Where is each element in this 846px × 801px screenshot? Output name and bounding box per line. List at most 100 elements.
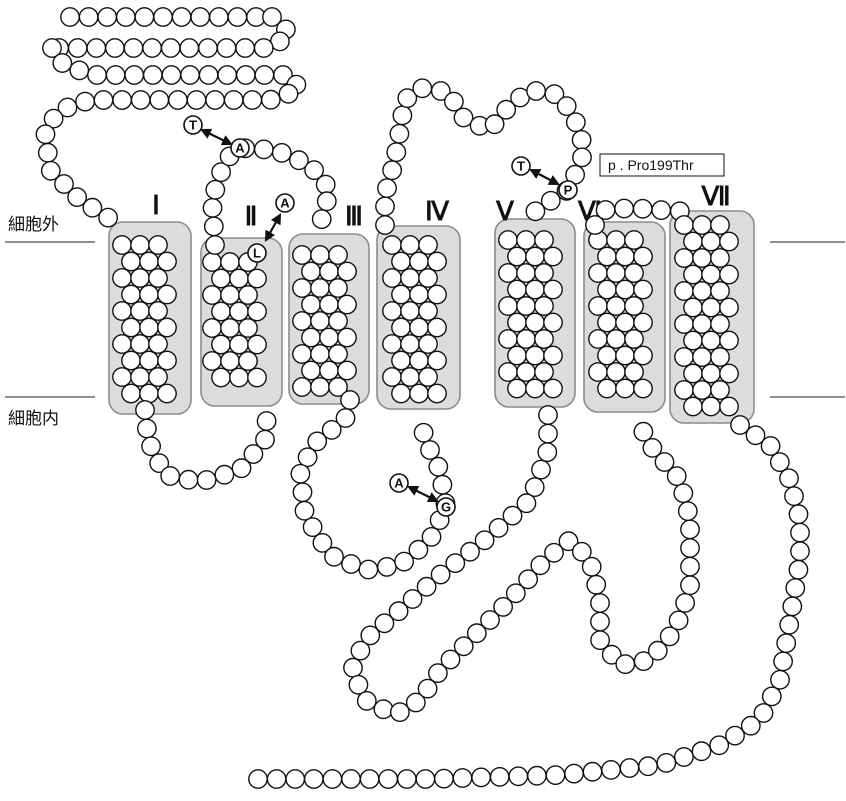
residue	[633, 246, 653, 267]
residue	[262, 7, 282, 27]
residue	[337, 294, 357, 315]
variant-4-substitute-residue	[511, 156, 531, 176]
helix-label-3: Ⅲ	[345, 202, 363, 231]
residue	[220, 285, 240, 305]
residue	[205, 179, 226, 200]
residue	[674, 248, 694, 268]
residue	[112, 301, 132, 321]
residue	[87, 65, 107, 85]
residue	[382, 160, 402, 181]
residue	[316, 191, 337, 212]
residue	[409, 284, 429, 305]
residue	[421, 527, 442, 547]
residue	[121, 383, 141, 404]
residue	[692, 347, 712, 367]
residue	[319, 360, 339, 381]
residue	[121, 350, 141, 371]
residue	[710, 248, 730, 268]
variant-arrows	[200, 128, 560, 502]
residue	[148, 268, 168, 288]
residue	[294, 500, 315, 521]
residue	[525, 279, 545, 300]
residue	[340, 390, 360, 410]
residue	[324, 546, 344, 567]
residue	[112, 367, 132, 387]
residue	[229, 367, 249, 388]
variant-arrow-1	[200, 128, 233, 146]
residue	[400, 367, 420, 387]
residue	[253, 38, 274, 58]
residue	[375, 215, 395, 235]
residue	[123, 38, 144, 58]
residue	[229, 301, 249, 322]
residue	[396, 769, 417, 789]
residue	[601, 760, 621, 780]
residue	[619, 758, 640, 778]
residue	[186, 90, 207, 110]
residue	[433, 768, 454, 789]
residue	[382, 235, 402, 255]
residue	[382, 334, 402, 354]
residue	[489, 767, 510, 787]
residue	[322, 769, 343, 789]
variant-4-wildtype-letter: P	[564, 183, 573, 198]
residue	[161, 65, 182, 85]
residue	[391, 383, 411, 404]
residue	[590, 611, 610, 632]
residue	[229, 334, 249, 355]
residue	[376, 557, 397, 577]
residue	[418, 301, 438, 321]
residue	[148, 334, 168, 354]
residue	[121, 317, 141, 338]
variant-3-wildtype-residue	[436, 497, 456, 517]
residue	[692, 248, 712, 268]
residue	[337, 327, 357, 348]
residue	[67, 187, 88, 208]
residue	[148, 367, 168, 387]
residue	[196, 470, 217, 490]
residue	[415, 769, 436, 789]
residue	[674, 281, 694, 301]
residue	[179, 38, 200, 58]
residue	[597, 246, 617, 267]
residue	[400, 301, 420, 321]
residue	[202, 351, 222, 371]
variant-1-wildtype-letter: A	[235, 141, 245, 156]
residue	[474, 530, 495, 551]
residue	[321, 419, 342, 440]
residue	[319, 261, 339, 282]
residue	[581, 556, 602, 577]
residue	[597, 279, 617, 300]
residue	[360, 625, 381, 646]
residue	[319, 327, 339, 348]
residue	[420, 440, 440, 460]
helix-label-5: Ⅴ	[495, 197, 515, 226]
residue	[790, 522, 810, 543]
residue	[149, 453, 170, 473]
residue	[160, 38, 181, 58]
residue	[452, 768, 473, 788]
intracellular-label: 細胞内	[8, 409, 59, 428]
residue	[543, 279, 563, 300]
residue	[445, 553, 466, 573]
residue	[525, 201, 546, 222]
residue	[211, 334, 231, 355]
residue	[571, 541, 592, 562]
residue	[121, 251, 141, 272]
residue	[303, 769, 324, 789]
residue	[516, 296, 536, 316]
residue	[400, 235, 420, 255]
residue	[105, 65, 126, 85]
residue	[243, 444, 264, 464]
residue	[430, 81, 451, 101]
residue	[788, 559, 809, 580]
residue	[673, 483, 694, 503]
residue	[785, 578, 806, 598]
residue	[93, 90, 114, 110]
residue	[440, 649, 461, 670]
residue	[683, 264, 703, 285]
residue	[400, 268, 420, 288]
residue	[142, 65, 163, 85]
residue	[389, 123, 410, 144]
residue	[160, 466, 181, 486]
